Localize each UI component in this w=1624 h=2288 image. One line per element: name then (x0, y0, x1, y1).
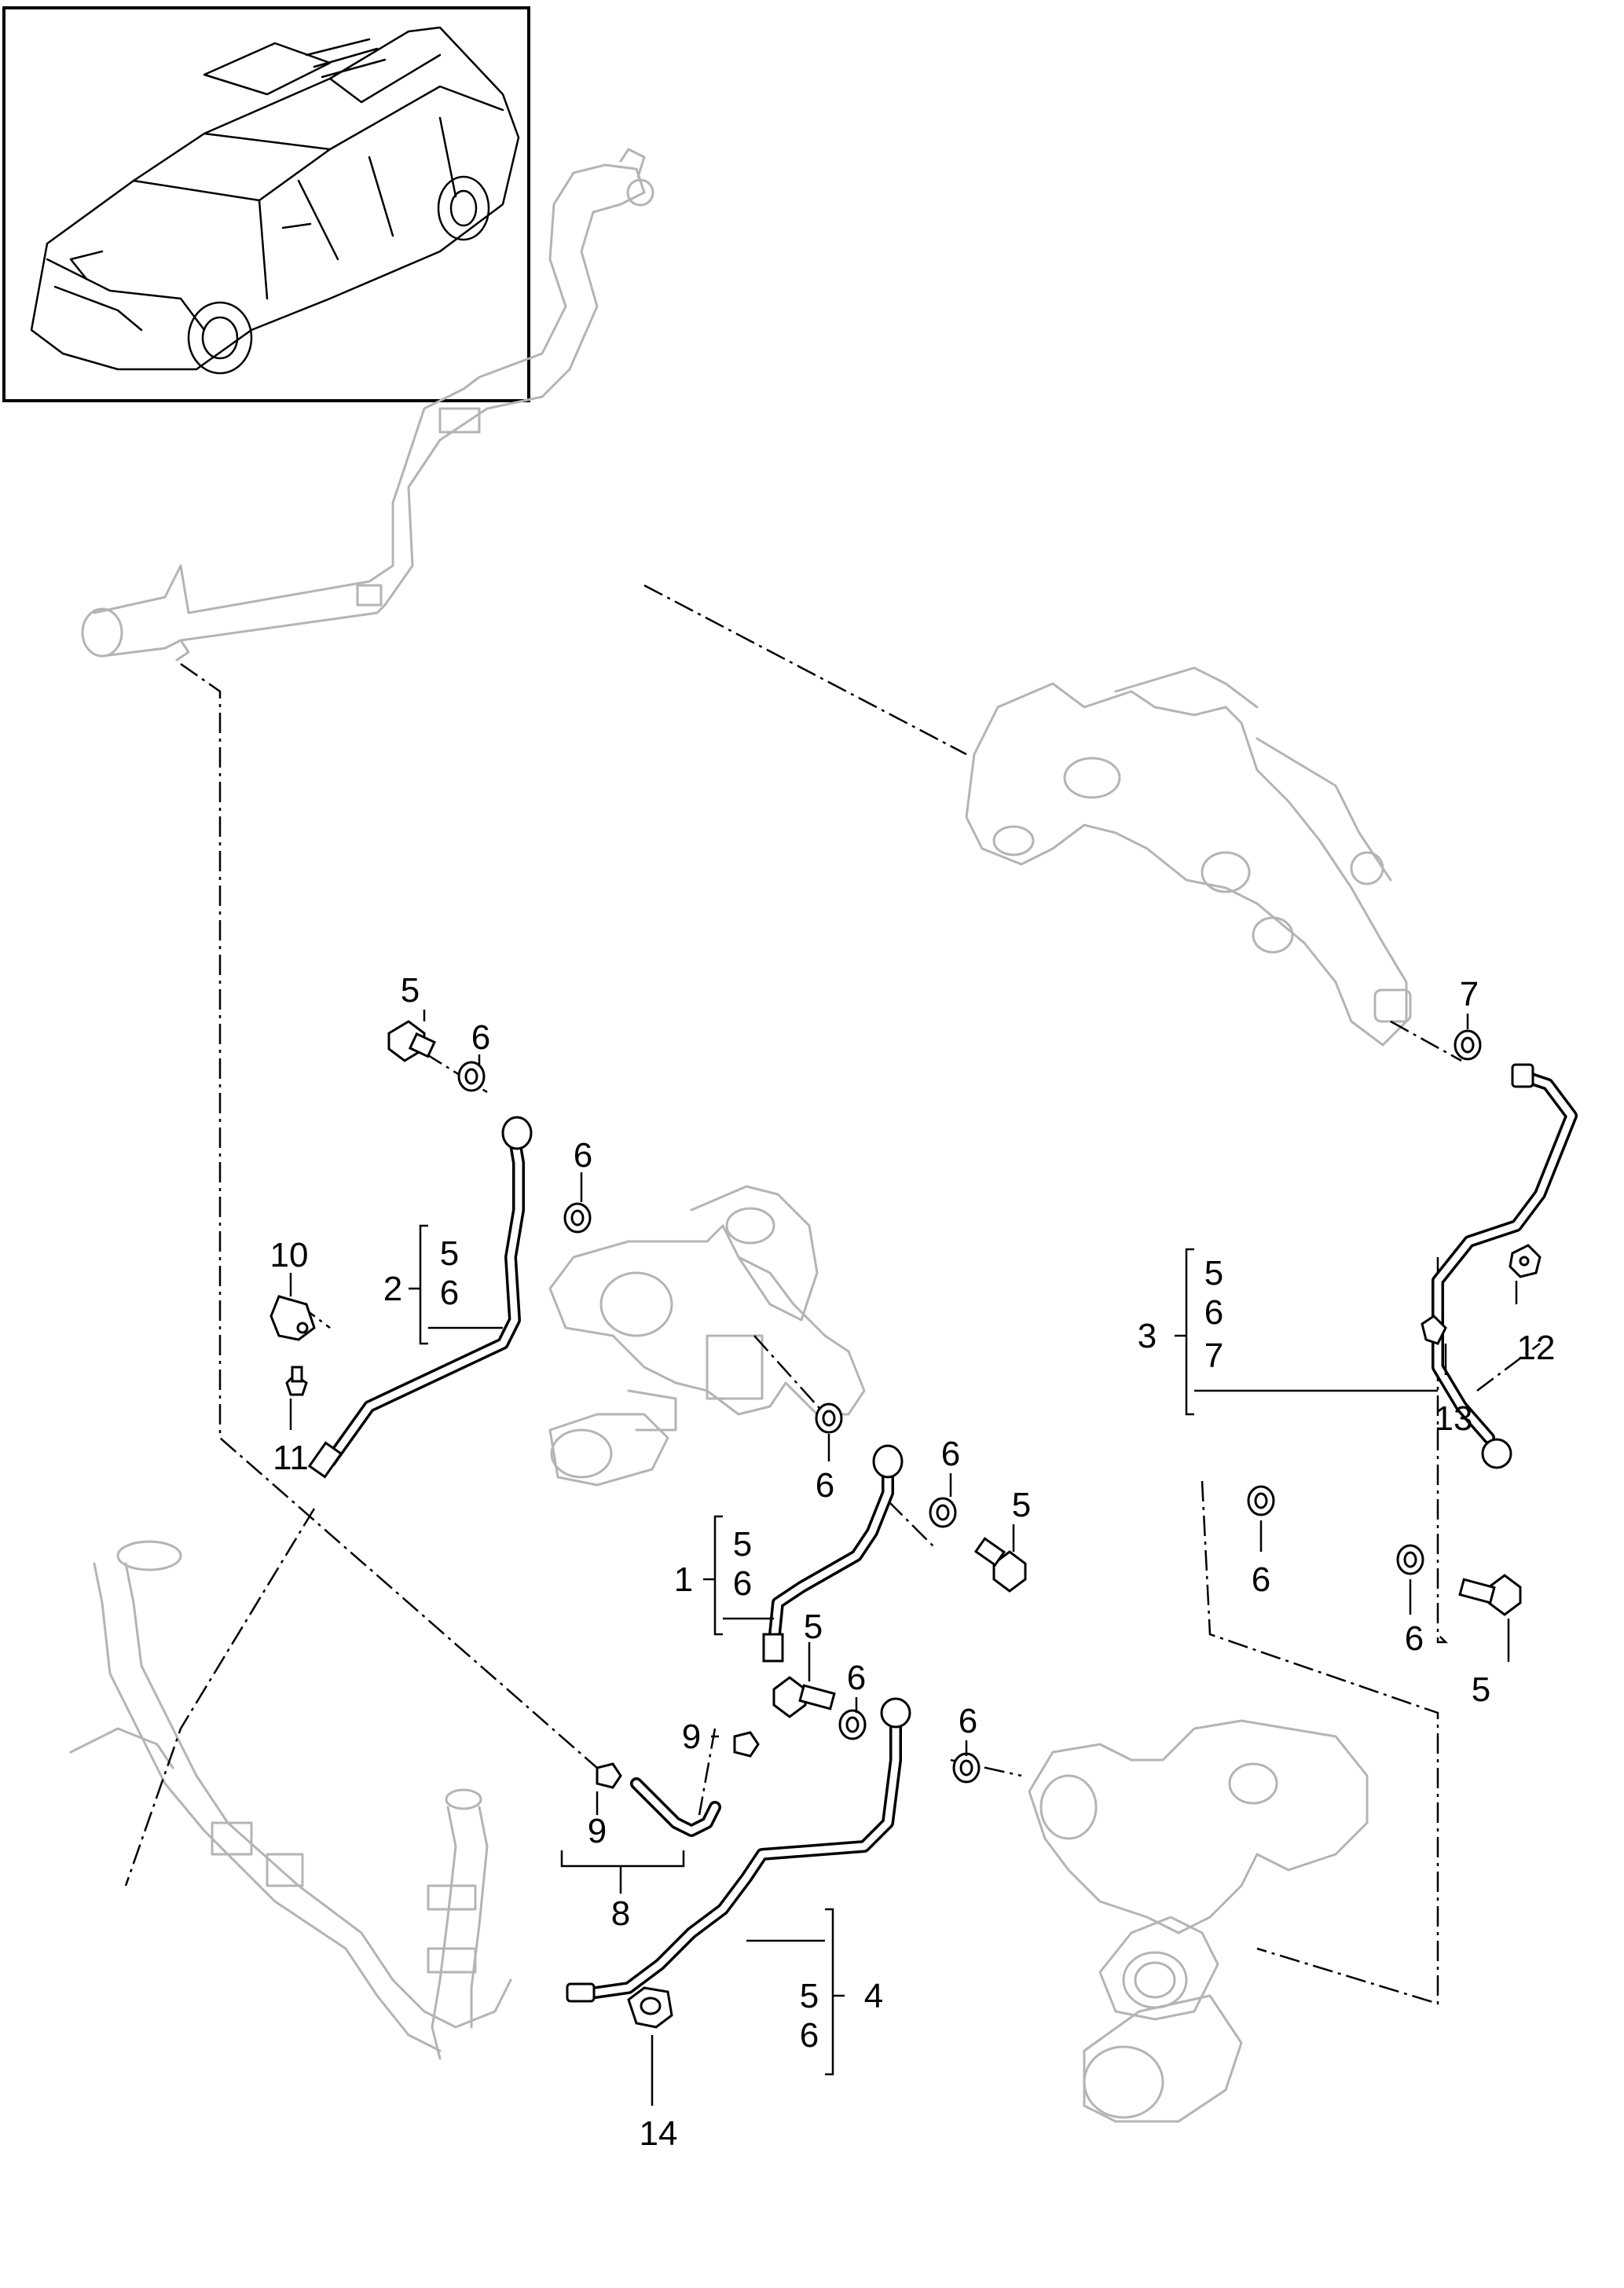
sealing-washer-icon (563, 1202, 592, 1234)
callout-6: 6 (471, 1018, 490, 1057)
nut-icon (1509, 1244, 1542, 1278)
alignment-lines (124, 584, 1541, 2005)
callout-7: 7 (1460, 975, 1479, 1014)
grommet-icon (733, 1731, 760, 1758)
sealing-washer-icon (1247, 1485, 1275, 1516)
sealing-washer-icon (838, 1709, 867, 1740)
vehicle-thumbnail (2, 6, 530, 402)
coolant-hose-8 (630, 1777, 721, 1837)
banjo-bolt-icon (387, 1020, 437, 1062)
banjo-bolt-icon (772, 1676, 836, 1718)
callout-10: 10 (270, 1236, 309, 1274)
callout-9: 9 (588, 1812, 607, 1850)
group-1-item: 5 (733, 1525, 752, 1564)
callout-6: 6 (847, 1659, 866, 1697)
hose-clamp-icon (627, 1986, 673, 2029)
callout-5: 5 (804, 1608, 823, 1646)
group-1-item: 6 (733, 1564, 752, 1603)
coolant-line-1 (762, 1444, 904, 1663)
callout-9: 9 (682, 1718, 701, 1756)
coolant-pipe-ghost (81, 148, 654, 662)
group-2-item: 6 (440, 1274, 459, 1312)
coolant-hose-lower-ghost (69, 1540, 512, 2060)
callout-12: 12 (1517, 1329, 1556, 1367)
callout-13: 13 (1435, 1399, 1473, 1438)
callout-1: 1 (674, 1560, 693, 1599)
group-3-item: 7 (1204, 1336, 1223, 1375)
group-2-item: 5 (440, 1234, 459, 1273)
group-4-item: 6 (800, 2016, 819, 2055)
leader-lines (289, 1010, 1518, 2106)
callout-2: 2 (383, 1270, 402, 1308)
hardware (269, 1020, 1542, 2029)
coolant-line-4 (566, 1697, 911, 2003)
callout-5: 5 (401, 971, 420, 1010)
coolant-line-2 (307, 1116, 533, 1479)
callout-5: 5 (1472, 1670, 1490, 1709)
turbocharger-right-ghost (1028, 1719, 1369, 2123)
turbocharger-left-ghost (548, 1185, 866, 1487)
bolt-icon (285, 1366, 308, 1396)
callout-5: 5 (1012, 1486, 1031, 1524)
callout-11: 11 (273, 1439, 309, 1477)
exhaust-manifold-ghost (965, 666, 1412, 1047)
callout-14: 14 (640, 2114, 678, 2153)
callout-6: 6 (1405, 1619, 1424, 1658)
callout-labels: 5 6 6 10 2 5 6 11 6 6 5 1 5 6 5 6 6 9 9 … (270, 971, 1556, 2153)
group-4-item: 5 (800, 1977, 819, 2015)
sealing-washer-icon (929, 1497, 957, 1528)
sealing-washer-icon (1454, 1029, 1482, 1061)
callout-3: 3 (1138, 1317, 1157, 1355)
callout-8: 8 (611, 1894, 630, 1933)
sealing-washer-icon (815, 1402, 843, 1434)
coolant-line-3 (1432, 1063, 1578, 1469)
callout-6: 6 (816, 1466, 834, 1505)
clip-icon (1421, 1314, 1447, 1345)
callout-6: 6 (1252, 1560, 1270, 1599)
callout-4: 4 (864, 1977, 883, 2015)
callout-6: 6 (574, 1136, 592, 1175)
banjo-bolt-icon (1458, 1574, 1522, 1616)
group-3-item: 6 (1204, 1293, 1223, 1332)
sealing-washer-icon (457, 1061, 486, 1092)
callout-6: 6 (941, 1435, 960, 1473)
sealing-washer-icon (1396, 1544, 1424, 1575)
sealing-washer-icon (952, 1752, 981, 1784)
group-3-item: 5 (1204, 1254, 1223, 1292)
grommet-icon (596, 1762, 622, 1789)
banjo-bolt-icon (973, 1537, 1027, 1593)
vehicle-overview-icon (30, 26, 520, 375)
callout-6: 6 (959, 1702, 977, 1740)
bracket-icon (269, 1295, 316, 1341)
